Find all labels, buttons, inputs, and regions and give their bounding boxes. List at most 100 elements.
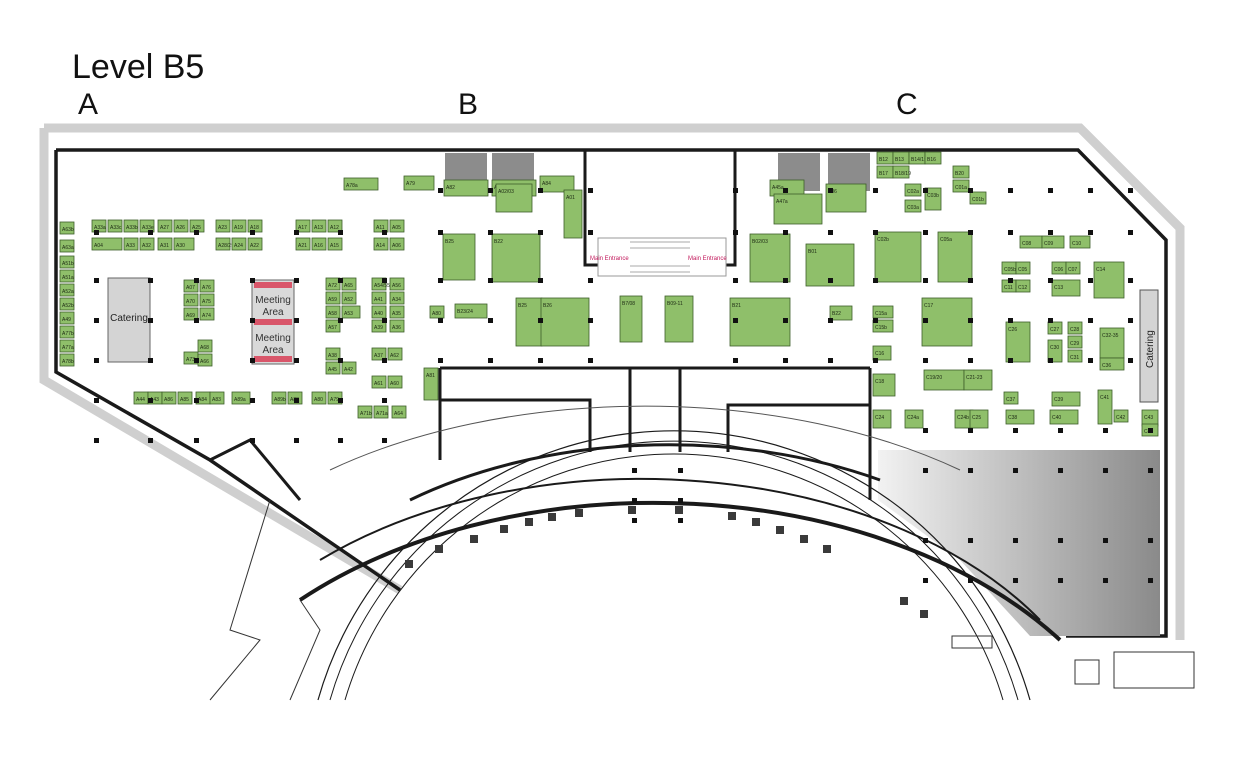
booth[interactable] — [173, 237, 195, 251]
booth[interactable] — [341, 361, 357, 375]
booth[interactable] — [874, 231, 922, 283]
booth[interactable] — [341, 277, 357, 291]
booth[interactable] — [59, 353, 75, 367]
booth[interactable] — [904, 199, 922, 213]
booth[interactable] — [1003, 391, 1019, 405]
booth[interactable] — [872, 409, 892, 429]
booth[interactable] — [389, 305, 405, 319]
booth[interactable] — [327, 219, 343, 233]
booth[interactable] — [325, 319, 341, 333]
booth[interactable] — [59, 297, 75, 311]
booth[interactable] — [59, 269, 75, 283]
booth[interactable] — [1097, 389, 1113, 425]
booth[interactable] — [59, 221, 75, 235]
booth[interactable] — [454, 303, 488, 319]
booth[interactable] — [937, 231, 973, 283]
booth[interactable] — [924, 151, 942, 165]
booth[interactable] — [371, 291, 387, 305]
booth[interactable] — [215, 219, 231, 233]
booth[interactable] — [199, 279, 215, 293]
booth[interactable] — [1049, 409, 1079, 425]
booth[interactable] — [515, 297, 543, 347]
booth[interactable] — [1113, 409, 1129, 423]
booth[interactable] — [491, 233, 541, 283]
booth[interactable] — [325, 347, 341, 361]
booth[interactable] — [371, 305, 387, 319]
booth[interactable] — [371, 347, 387, 361]
booth[interactable] — [389, 237, 405, 251]
booth[interactable] — [59, 311, 75, 325]
booth[interactable] — [1067, 321, 1083, 335]
booth[interactable] — [387, 375, 403, 389]
booth[interactable] — [829, 305, 853, 321]
booth[interactable] — [341, 291, 357, 305]
booth[interactable] — [311, 237, 327, 251]
booth[interactable] — [215, 237, 231, 251]
booth[interactable] — [1099, 327, 1125, 359]
booth[interactable] — [391, 405, 407, 419]
booth[interactable] — [1005, 321, 1031, 363]
booth[interactable] — [924, 187, 942, 211]
booth[interactable] — [1099, 357, 1125, 371]
booth[interactable] — [389, 319, 405, 333]
booth[interactable] — [59, 255, 75, 269]
booth[interactable] — [773, 193, 823, 225]
booth[interactable] — [311, 391, 327, 405]
booth[interactable] — [231, 219, 247, 233]
booth[interactable] — [357, 405, 373, 419]
booth[interactable] — [295, 237, 311, 251]
booth[interactable] — [295, 219, 311, 233]
booth[interactable] — [91, 237, 123, 251]
booth[interactable] — [429, 305, 445, 319]
booth[interactable] — [173, 219, 189, 233]
booth[interactable] — [1047, 321, 1063, 335]
booth[interactable] — [1051, 391, 1081, 407]
booth[interactable] — [247, 237, 263, 251]
booth[interactable] — [892, 165, 910, 179]
booth[interactable] — [59, 325, 75, 339]
booth[interactable] — [373, 219, 389, 233]
booth[interactable] — [563, 189, 583, 239]
booth[interactable] — [373, 405, 389, 419]
booth[interactable] — [183, 307, 199, 321]
booth[interactable] — [197, 339, 213, 353]
booth[interactable] — [403, 175, 435, 191]
booth[interactable] — [1065, 261, 1081, 275]
booth[interactable] — [729, 297, 791, 347]
booth[interactable] — [327, 237, 343, 251]
booth[interactable] — [1041, 235, 1065, 249]
booth[interactable] — [904, 183, 922, 197]
booth[interactable] — [325, 277, 341, 291]
booth[interactable] — [1015, 279, 1031, 293]
booth[interactable] — [371, 375, 387, 389]
booth[interactable] — [157, 237, 173, 251]
booth[interactable] — [1093, 261, 1125, 299]
booth[interactable] — [183, 293, 199, 307]
booth[interactable] — [139, 219, 155, 233]
booth[interactable] — [373, 237, 389, 251]
booth[interactable] — [872, 345, 892, 361]
booth[interactable] — [199, 307, 215, 321]
booth[interactable] — [161, 391, 177, 405]
booth[interactable] — [139, 237, 155, 251]
booth[interactable] — [619, 295, 643, 343]
booth[interactable] — [904, 409, 924, 429]
booth[interactable] — [1067, 349, 1083, 363]
booth[interactable] — [271, 391, 287, 405]
booth[interactable] — [311, 219, 327, 233]
booth[interactable] — [343, 177, 379, 191]
booth[interactable] — [1047, 339, 1063, 363]
booth[interactable] — [59, 283, 75, 297]
booth[interactable] — [387, 347, 403, 361]
booth[interactable] — [423, 367, 439, 401]
booth[interactable] — [325, 361, 341, 375]
booth[interactable] — [107, 219, 123, 233]
booth[interactable] — [1015, 261, 1031, 275]
booth[interactable] — [539, 175, 575, 193]
booth[interactable] — [952, 165, 970, 179]
booth[interactable] — [969, 409, 989, 429]
booth[interactable] — [177, 391, 193, 405]
booth[interactable] — [325, 305, 341, 319]
booth[interactable] — [495, 183, 533, 213]
booth[interactable] — [231, 237, 247, 251]
